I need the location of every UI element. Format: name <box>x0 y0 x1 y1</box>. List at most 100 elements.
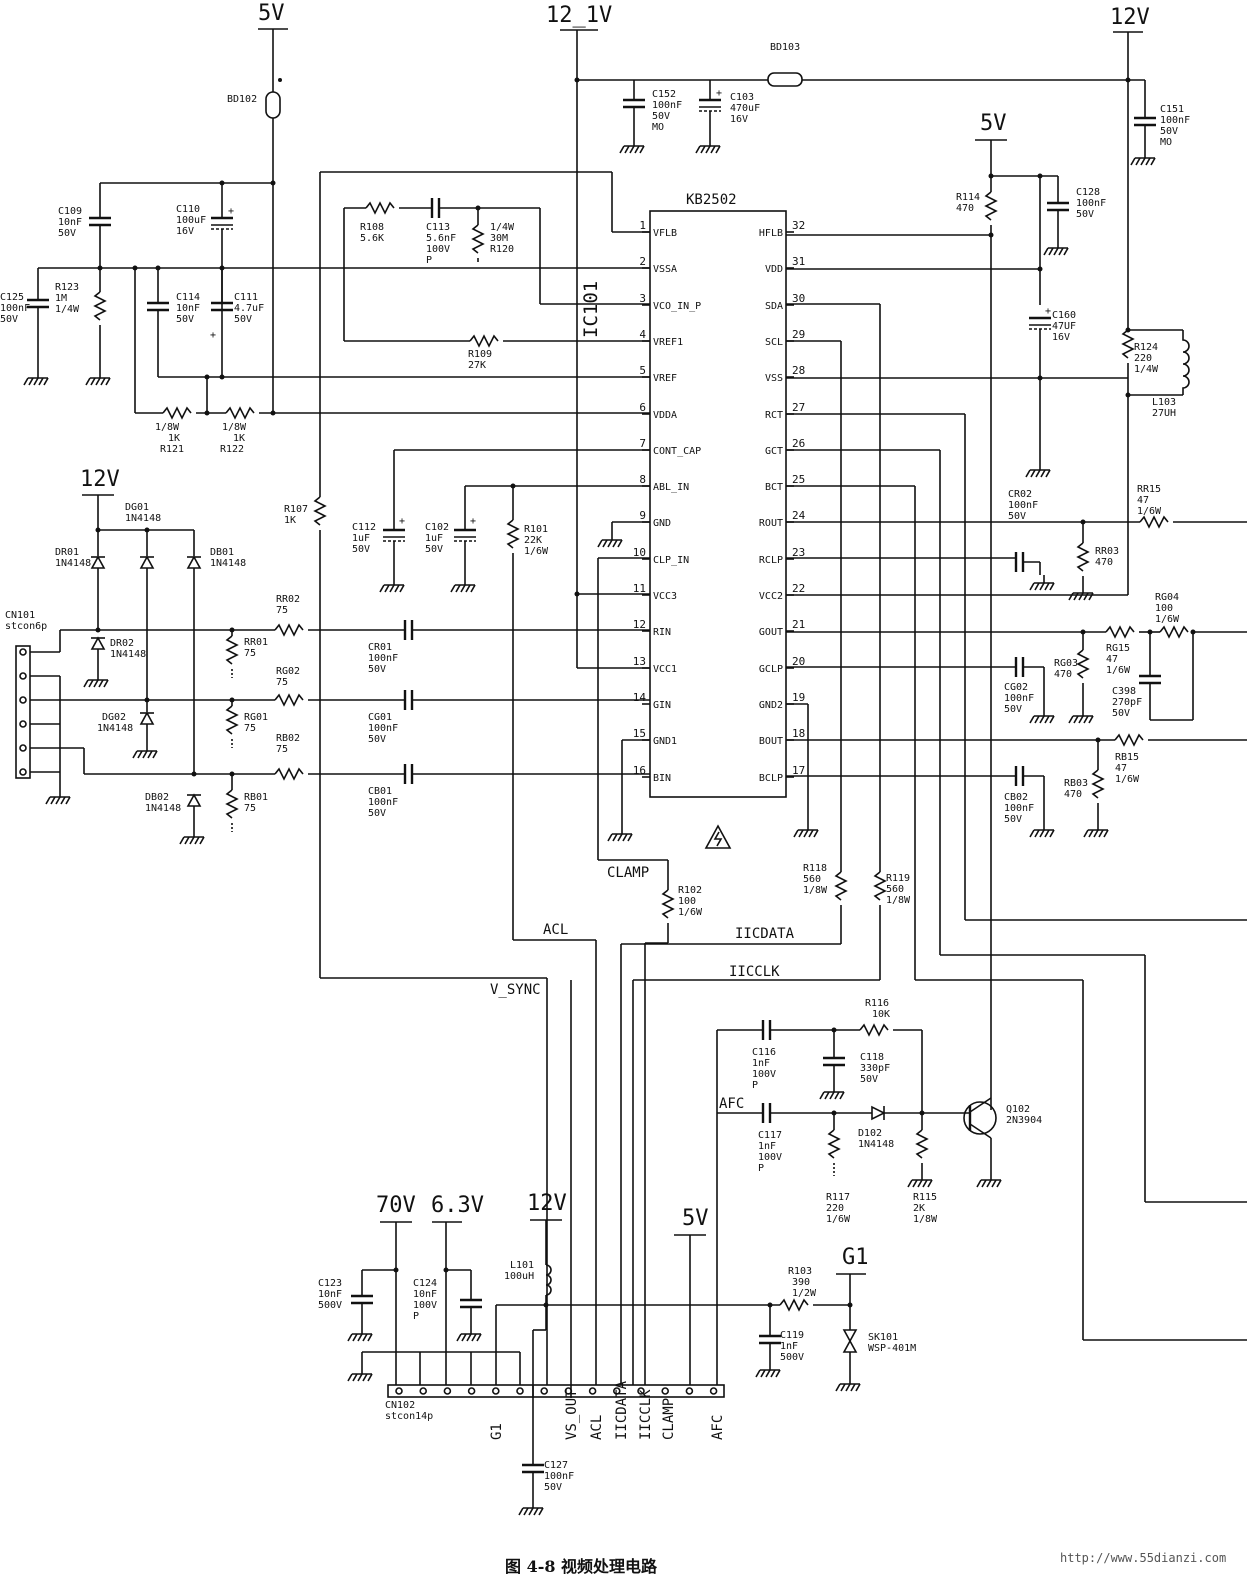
r115-val: 2K <box>913 1203 925 1214</box>
r124-watt: 1/4W <box>1134 364 1159 375</box>
rail-6-3v-label: 6.3V <box>431 1193 484 1218</box>
res-r121: 1/8W 1K R121 <box>155 407 192 455</box>
rail-12v-left-label: 12V <box>80 467 120 492</box>
r124-val: 220 <box>1134 353 1152 364</box>
c114-ref: C114 <box>176 292 200 303</box>
res-r107: R107 1K <box>284 496 326 526</box>
r119-watt: 1/8W <box>886 895 911 906</box>
svg-text:+: + <box>716 88 722 99</box>
ic-pin-name: VCC1 <box>653 664 677 675</box>
cap-c117: C117 1nF 100V P <box>758 1101 782 1174</box>
ic-pin-name: GND <box>653 518 671 529</box>
rr15-ref: RR15 <box>1137 484 1161 495</box>
rail-5v-bot: 5V <box>674 1206 709 1385</box>
ic-pin-num: 9 <box>639 509 646 522</box>
res-rr15: RR15 47 1/6W <box>1137 484 1169 528</box>
c151-type: MO <box>1160 137 1172 148</box>
c398-val: 270pF <box>1112 697 1142 708</box>
c111-volt: 50V <box>234 314 252 325</box>
ic-pin-name: BIN <box>653 773 671 784</box>
cap-c151: C151 100nF 50V MO <box>1130 80 1190 166</box>
ic-pin-num: 30 <box>792 292 805 305</box>
rb01-val: 75 <box>244 803 256 814</box>
ic-pin-name: VREF1 <box>653 337 683 348</box>
c113-volt: 100V <box>426 244 450 255</box>
cn102-pin <box>637 1387 645 1395</box>
cap-c109: C109 10nF 50V <box>58 206 113 268</box>
r102-ref: R102 <box>678 885 702 896</box>
ic-pin-num: 21 <box>792 618 805 631</box>
db02-part: 1N4148 <box>145 803 181 814</box>
res-r119: R119 560 1/8W <box>874 871 911 980</box>
cap-cb01: CB01 100nF 50V <box>368 762 414 819</box>
cap-c160: + C160 47UF 16V <box>1025 306 1076 478</box>
rb02-ref: RB02 <box>276 733 300 744</box>
ic-pin-name: RCT <box>765 410 783 421</box>
r103-ref: R103 <box>788 1266 812 1277</box>
c102-val: 1uF <box>425 533 443 544</box>
ic-pin-num: 19 <box>792 691 805 704</box>
cb01-val: 100nF <box>368 797 398 808</box>
diode-dr02: DR02 1N4148 <box>83 627 146 688</box>
rail-12-1v: 12_1V <box>546 3 612 80</box>
c117-val: 1nF <box>758 1141 776 1152</box>
res-r124: R124 220 1/4W <box>1122 329 1159 395</box>
c128-ref: C128 <box>1076 187 1100 198</box>
r115-ref: R115 <box>913 1192 937 1203</box>
rr15-val: 47 <box>1137 495 1149 506</box>
c152-type: MO <box>652 122 664 133</box>
rail-5v-mid-label: 5V <box>980 111 1007 136</box>
r102-watt: 1/6W <box>678 907 703 918</box>
c113-ref: C113 <box>426 222 450 233</box>
c114-val: 10nF <box>176 303 200 314</box>
ic-pin-num: 13 <box>633 655 646 668</box>
ic-pin-name: VREF <box>653 373 677 384</box>
spark-gap-sk101: SK101 WSP-401M <box>835 1305 916 1392</box>
dg01-part: 1N4148 <box>125 513 161 524</box>
ic-pin-name: BOUT <box>759 736 783 747</box>
res-r116: R116 10K <box>859 998 890 1036</box>
rr03-val: 470 <box>1095 557 1113 568</box>
cn102-part: stcon14p <box>385 1411 433 1422</box>
res-rb02: RB02 75 <box>274 733 304 780</box>
dg02-ref: DG02 <box>102 712 126 723</box>
ic-pin-name: CONT_CAP <box>653 446 701 457</box>
cg01-volt: 50V <box>368 734 386 745</box>
c117-ref: C117 <box>758 1130 782 1141</box>
res-r114: R114 470 <box>956 176 997 1110</box>
r120-ref: R120 <box>490 244 514 255</box>
rail-5v-bot-label: 5V <box>682 1206 709 1231</box>
res-rb03: RB03 470 <box>1064 737 1109 838</box>
cn102-label: G1 <box>489 1423 505 1440</box>
db02-ref: DB02 <box>145 792 169 803</box>
c124-type: P <box>413 1311 419 1322</box>
c109-ref: C109 <box>58 206 82 217</box>
ic-pin-num: 1 <box>639 219 646 232</box>
cb02-ref: CB02 <box>1004 792 1028 803</box>
ic-pin-name: GND2 <box>759 700 783 711</box>
r117-ref: R117 <box>826 1192 850 1203</box>
cg02-ref: CG02 <box>1004 682 1028 693</box>
r119-val: 560 <box>886 884 904 895</box>
cn102-pin <box>612 1387 621 1395</box>
ic-pin-name: VSSA <box>653 264 677 275</box>
rr15-watt: 1/6W <box>1137 506 1162 517</box>
ic101-tag: IC101 <box>580 281 602 338</box>
c119-volt: 500V <box>780 1352 804 1363</box>
res-rg02: RG02 75 <box>274 666 304 706</box>
cb02-val: 100nF <box>1004 803 1034 814</box>
svg-text:+: + <box>228 206 234 217</box>
cap-c102: + C102 1uF 50V <box>425 516 478 593</box>
res-r120: 1/4W 30M R120 <box>472 208 515 262</box>
c110-volt: 16V <box>176 226 194 237</box>
cg02-val: 100nF <box>1004 693 1034 704</box>
r121-val: 1K <box>168 433 180 444</box>
rr01-val: 75 <box>244 648 256 659</box>
cn102-label: VS_OUT <box>564 1389 580 1440</box>
cn102-pin <box>443 1387 452 1395</box>
cap-cr01: CR01 100nF 50V <box>368 618 414 675</box>
r123-ref: R123 <box>55 282 79 293</box>
c151-volt: 50V <box>1160 126 1178 137</box>
ic-pin-name: VCO_IN_P <box>653 301 701 312</box>
